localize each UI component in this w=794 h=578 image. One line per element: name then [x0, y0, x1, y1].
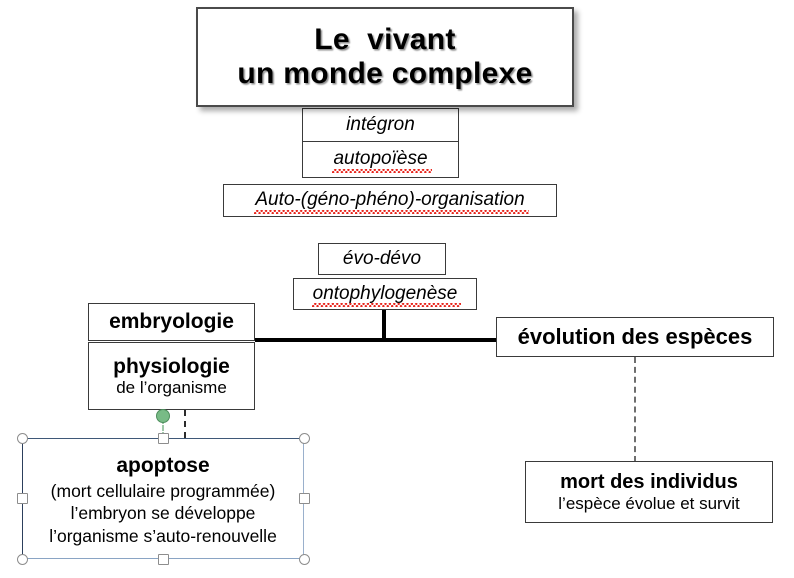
ontophylogenese-label: ontophylogenèse [311, 282, 462, 308]
autopoiese-box[interactable]: autopoïèse [302, 141, 459, 178]
evo-devo-box[interactable]: évo-dévo [318, 243, 446, 275]
resize-handle-bottom-right[interactable] [299, 554, 310, 565]
resize-handle-bottom-center[interactable] [158, 554, 169, 565]
resize-handle-top-center[interactable] [158, 433, 169, 444]
resize-handle-middle-right[interactable] [299, 493, 310, 504]
physiologie-subtitle: de l’organisme [116, 378, 227, 398]
resize-handle-top-left[interactable] [17, 433, 28, 444]
apoptose-title: apoptose [116, 453, 210, 477]
connector-dashed-physiologie-apoptose [184, 410, 186, 438]
title-line-2: un monde complexe [237, 57, 533, 90]
evolution-des-especes-box[interactable]: évolution des espèces [496, 317, 774, 357]
mort-individus-subtitle: l’espèce évolue et survit [558, 493, 740, 513]
embryologie-label: embryologie [109, 310, 234, 334]
connector-dashed-evolution-mort [634, 357, 636, 462]
apoptose-line-1: (mort cellulaire programmée) [50, 480, 276, 501]
physiologie-box[interactable]: physiologie de l’organisme [88, 342, 255, 410]
resize-handle-middle-left[interactable] [17, 493, 28, 504]
rotation-handle-stem [162, 418, 164, 438]
evo-devo-label: évo-dévo [342, 248, 422, 270]
title-box[interactable]: Le vivant un monde complexe [196, 7, 574, 107]
mort-individus-title: mort des individus [560, 471, 738, 494]
mort-des-individus-box[interactable]: mort des individus l’espèce évolue et su… [525, 461, 773, 523]
resize-handle-bottom-left[interactable] [17, 554, 28, 565]
ontophylogenese-box[interactable]: ontophylogenèse [293, 278, 477, 310]
rotation-handle[interactable] [156, 409, 170, 423]
apoptose-line-3: l’organisme s’auto-renouvelle [49, 525, 277, 546]
apoptose-line-2: l’embryon se développe [70, 503, 256, 524]
title-line-1: Le vivant [314, 23, 456, 57]
integron-box[interactable]: intégron [302, 108, 459, 142]
connector-vertical-ontophylogenese [382, 310, 386, 340]
apoptose-textbox[interactable]: apoptose (mort cellulaire programmée) l’… [22, 444, 304, 556]
embryologie-box[interactable]: embryologie [88, 303, 255, 341]
auto-organisation-label: Auto-(géno-phéno)-organisation [254, 189, 530, 214]
autopoiese-label: autopoïèse [332, 148, 432, 173]
evolution-label: évolution des espèces [517, 323, 753, 349]
resize-handle-top-right[interactable] [299, 433, 310, 444]
auto-organisation-box[interactable]: Auto-(géno-phéno)-organisation [223, 184, 557, 217]
connector-horizontal-embryologie-evolution [255, 338, 497, 342]
physiologie-title: physiologie [113, 354, 230, 378]
integron-label: intégron [346, 114, 415, 136]
